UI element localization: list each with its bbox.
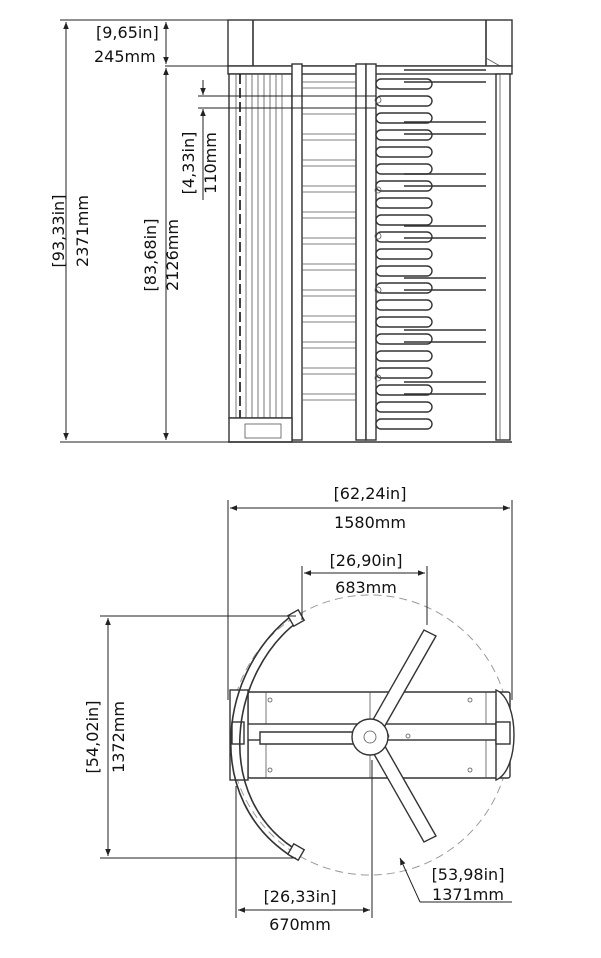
total-height-metric: 2371mm: [73, 195, 92, 267]
rotor-diameter-imperial: [53,98in]: [432, 865, 505, 884]
rotor-diameter-metric: 1371mm: [432, 885, 504, 904]
overall-width-metric: 1580mm: [334, 513, 406, 532]
passage-width-metric: 670mm: [269, 915, 331, 934]
rotor-shaft: [365, 63, 377, 441]
fixed-bars: [302, 81, 356, 401]
arc-end-top: [286, 608, 306, 628]
bar-spacing-imperial: [4,33in]: [179, 132, 198, 195]
rotor-arms: [374, 69, 486, 430]
depth-imperial: [54,02in]: [83, 701, 102, 774]
passage-width-imperial: [26,33in]: [264, 887, 337, 906]
arm-span-imperial: [26,90in]: [330, 551, 403, 570]
total-height-imperial: [93,33in]: [49, 195, 68, 268]
top-height-metric: 245mm: [94, 47, 156, 66]
plan-dimensions: [62,24in] 1580mm [26,90in] 683mm [54,02i…: [83, 484, 513, 934]
frame-height-metric: 2126mm: [163, 219, 182, 291]
rotor-hub: [351, 718, 389, 756]
overall-width-imperial: [62,24in]: [334, 484, 407, 503]
left-post: [291, 63, 303, 441]
fixed-arc-outer: [239, 619, 301, 853]
plan-view: [229, 594, 515, 876]
fixed-arc-inner: [229, 613, 295, 859]
front-dimensions: [93,33in] 2371mm [9,65in] 245mm [83,68in…: [49, 19, 376, 443]
depth-metric: 1372mm: [109, 701, 128, 773]
arm-span-metric: 683mm: [335, 578, 397, 597]
front-elevation-view: [227, 19, 513, 443]
right-post: [355, 63, 367, 441]
right-frame: [495, 73, 511, 441]
arc-end-bottom: [286, 842, 306, 862]
top-height-imperial: [9,65in]: [96, 23, 159, 42]
frame-height-imperial: [83,68in]: [141, 219, 160, 292]
fixed-grille: [228, 73, 293, 419]
bar-spacing-metric: 110mm: [201, 132, 220, 194]
top-canopy: [227, 19, 513, 67]
right-bracket: [495, 721, 511, 745]
